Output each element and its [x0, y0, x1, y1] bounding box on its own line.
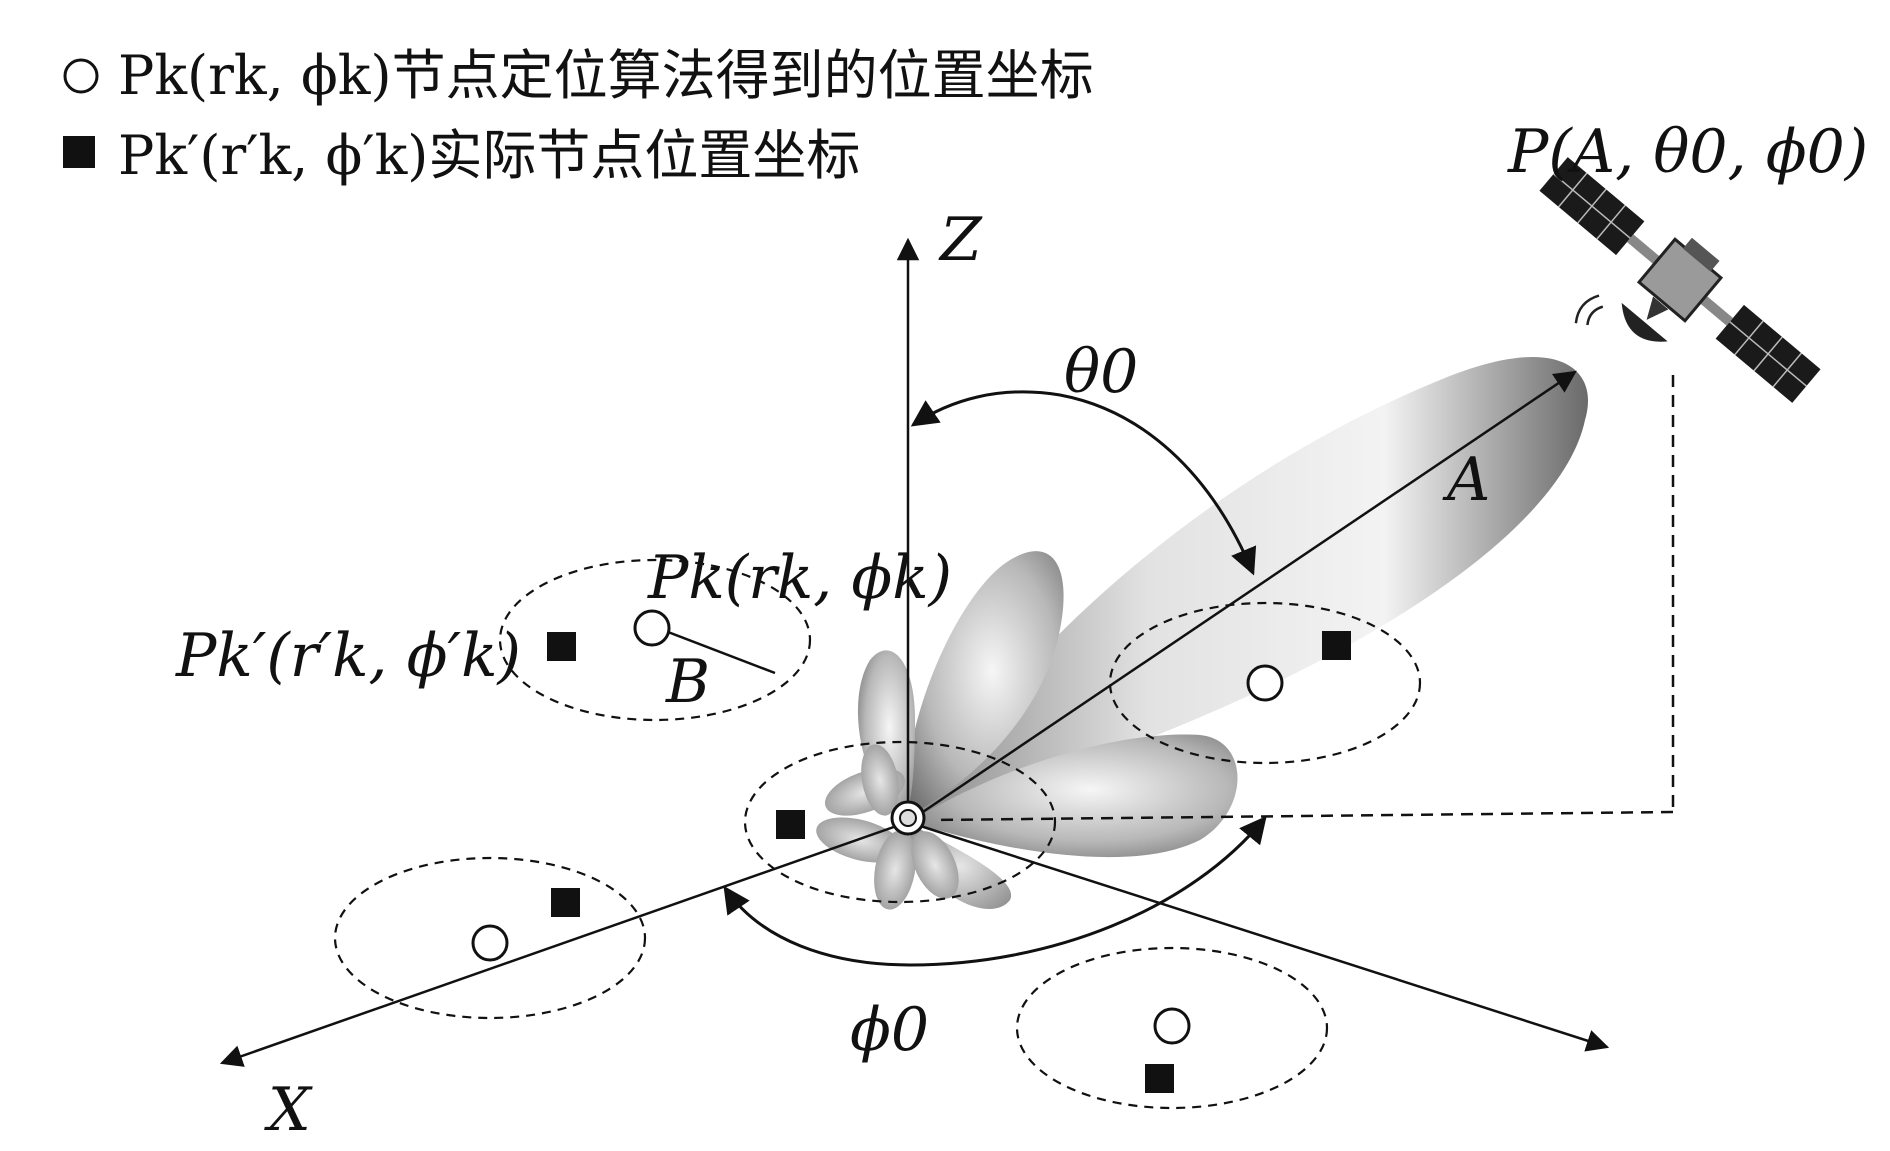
cluster-lower-right [1015, 946, 1329, 1110]
z-axis-label: Z [938, 205, 983, 275]
legend-estimated-text: Pk(rk, ϕk)节点定位算法得到的位置坐标 [118, 44, 1094, 107]
phi0-label: ϕ0 [850, 995, 929, 1065]
x-axis-line [219, 820, 909, 1067]
node-clusters [333, 558, 1422, 1110]
satellite-projection [934, 375, 1675, 822]
actual-nodes [547, 631, 1351, 1093]
estimated-node-upper-left [633, 609, 671, 647]
range-label-A: A [1442, 445, 1490, 515]
actual-node-right [1322, 631, 1351, 660]
baseline-label-B: B [665, 647, 710, 717]
actual-node-lower-left [551, 888, 580, 917]
upper-side-lobe [904, 551, 1064, 818]
satellite-position-label: P(A, θ0, ϕ0) [1507, 117, 1868, 187]
estimated-nodes [471, 609, 1284, 1045]
actual-node-upper-left [547, 632, 576, 661]
legend-actual-text: Pk′(r′k, ϕ′k)实际节点位置坐标 [118, 124, 860, 187]
cluster-right [1108, 601, 1422, 765]
estimated-node-lower-left [471, 924, 509, 962]
cluster-center [743, 740, 1057, 904]
estimated-node-label: Pk(rk, ϕk) [647, 543, 952, 613]
main-lobe [910, 357, 1589, 820]
cluster-lower-left [333, 856, 647, 1020]
actual-node-label: Pk′(r′k, ϕ′k) [175, 621, 521, 691]
actual-node-lower-right [1145, 1064, 1174, 1093]
diagram-labels: Z X θ0 ϕ0 A B P(A, θ0, ϕ0) Pk(rk, ϕk) Pk… [175, 117, 1868, 1145]
theta0-label: θ0 [1064, 337, 1138, 407]
range-vector-A [907, 370, 1577, 824]
petal-5 [861, 744, 899, 816]
theta0-arc [910, 390, 1257, 576]
baseline-B [667, 630, 776, 675]
legend: Pk(rk, ϕk)节点定位算法得到的位置坐标 Pk′(r′k, ϕ′k)实际节… [63, 44, 1094, 187]
cluster-upper-left [498, 558, 812, 722]
estimated-node-right [1246, 664, 1284, 702]
legend-actual-marker [63, 136, 95, 168]
angle-arcs [723, 390, 1267, 967]
projection-horizontal [934, 810, 1674, 822]
x-axis-label: X [264, 1075, 313, 1145]
y-axis-line [907, 820, 1610, 1052]
satellite-icon [1539, 157, 1821, 403]
estimated-node-lower-right [1153, 1007, 1191, 1045]
phi0-arc [723, 815, 1267, 967]
origin-node-inner [899, 809, 917, 827]
legend-estimated-marker [63, 58, 99, 94]
actual-node-center [776, 810, 805, 839]
